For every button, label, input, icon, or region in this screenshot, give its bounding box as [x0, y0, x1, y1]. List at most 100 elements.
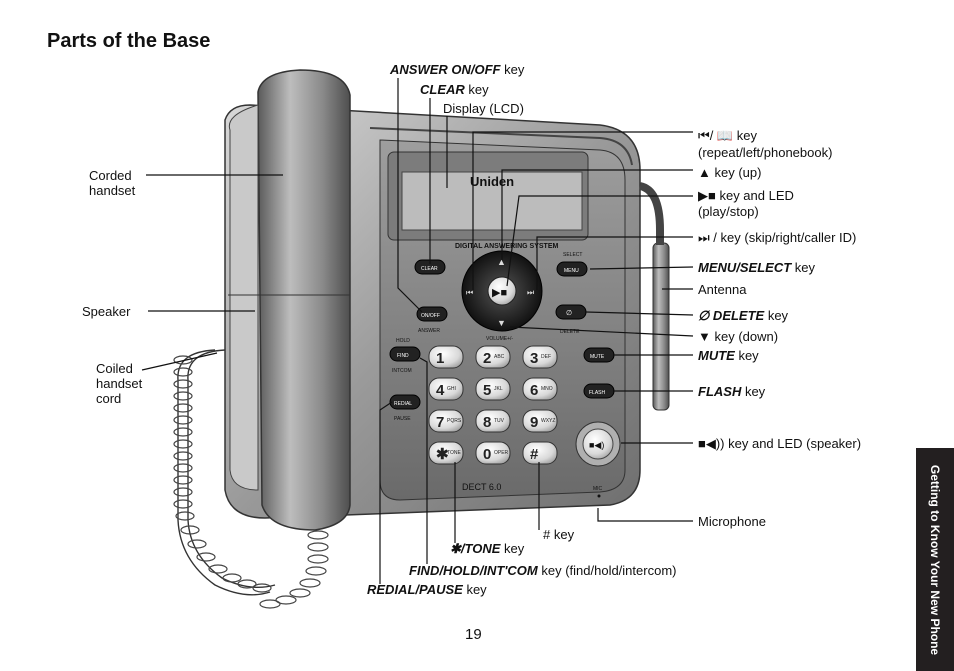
svg-text:VOLUME+/-: VOLUME+/-	[486, 336, 513, 342]
coil-loops-right	[259, 530, 329, 609]
label-speaker: Speaker	[82, 304, 131, 319]
label-play-key-2: (play/stop)	[698, 204, 759, 219]
page-number: 19	[465, 626, 482, 643]
label-corded-handset-1: Corded	[89, 168, 132, 183]
keypad-key-tone[interactable]: ✱TONE	[428, 441, 464, 465]
digital-label: DIGITAL ANSWERING SYSTEM	[455, 243, 558, 250]
svg-text:6: 6	[530, 382, 538, 399]
label-microphone: Microphone	[698, 514, 766, 529]
svg-text:JKL: JKL	[494, 386, 503, 392]
svg-text:MENU: MENU	[564, 268, 579, 274]
redial-key[interactable]: REDIAL	[389, 394, 421, 410]
coil-loops	[173, 355, 272, 593]
label-coiled-cord-2: handset	[96, 376, 143, 391]
svg-text:▼: ▼	[497, 318, 506, 328]
flash-key[interactable]: FLASH	[583, 383, 615, 399]
svg-text:8: 8	[483, 414, 491, 431]
svg-text:CLEAR: CLEAR	[421, 266, 438, 272]
label-mute-key: MUTE key	[698, 348, 759, 363]
keypad-key-hash[interactable]: #	[522, 441, 558, 465]
svg-text:■◀): ■◀)	[589, 440, 604, 450]
svg-text:ABC: ABC	[494, 354, 505, 360]
svg-text:7: 7	[436, 414, 444, 431]
svg-text:▶■: ▶■	[492, 287, 507, 299]
svg-text:INTCOM: INTCOM	[392, 368, 412, 374]
svg-text:ANSWER: ANSWER	[418, 328, 440, 334]
svg-text:✱: ✱	[436, 446, 449, 463]
lcd-display	[401, 171, 583, 231]
label-flash-key: FLASH key	[698, 384, 766, 399]
label-answer-key: ANSWER ON/OFF key	[390, 62, 525, 77]
play-stop-key	[487, 276, 517, 306]
svg-text:PAUSE: PAUSE	[394, 416, 411, 422]
svg-text:⏮: ⏮	[466, 288, 473, 297]
on-off-key[interactable]: ON/OFF	[416, 306, 448, 322]
label-display: Display (LCD)	[443, 101, 524, 116]
label-repeat-key-2: (repeat/left/phonebook)	[698, 145, 833, 160]
svg-text:HOLD: HOLD	[396, 338, 410, 344]
callout-lines	[141, 78, 694, 584]
find-key[interactable]: FIND	[389, 346, 421, 362]
label-down-key: ▼ key (down)	[698, 329, 779, 344]
delete-key[interactable]: ∅	[555, 304, 587, 320]
label-up-key: ▲ key (up)	[698, 165, 762, 180]
label-redial-key: REDIAL/PAUSE key	[367, 582, 487, 597]
page-title: Parts of the Base	[47, 30, 211, 52]
svg-text:5: 5	[483, 382, 491, 399]
label-menu-key: MENU/SELECT key	[698, 260, 816, 275]
svg-text:TUV: TUV	[494, 418, 505, 424]
mute-key[interactable]: MUTE	[583, 347, 615, 363]
section-side-tab: Getting to Know Your New Phone	[916, 448, 954, 671]
svg-text:WXYZ: WXYZ	[541, 418, 555, 424]
svg-text:1: 1	[436, 350, 444, 367]
label-antenna: Antenna	[698, 282, 747, 297]
svg-text:REDIAL: REDIAL	[394, 401, 412, 407]
label-corded-handset-2: handset	[89, 183, 136, 198]
microphone-hole	[597, 494, 601, 498]
svg-text:GHI: GHI	[447, 386, 456, 392]
svg-text:2: 2	[483, 350, 491, 367]
label-repeat-key-1: ⏮/ 📖 key	[698, 128, 757, 143]
svg-text:⏭: ⏭	[527, 288, 534, 297]
label-clear-key: CLEAR key	[420, 82, 489, 97]
svg-text:3: 3	[530, 350, 538, 367]
menu-key[interactable]: MENU	[556, 261, 588, 277]
label-coiled-cord-3: cord	[96, 391, 122, 406]
svg-text:MIC: MIC	[593, 486, 603, 492]
svg-text:▲: ▲	[497, 257, 506, 267]
svg-text:PQRS: PQRS	[447, 418, 462, 424]
brand-logo: Uniden	[470, 174, 514, 189]
svg-text:OPER: OPER	[494, 450, 509, 456]
svg-text:0: 0	[483, 446, 491, 463]
svg-text:TONE: TONE	[447, 450, 461, 456]
label-tone-key: ✱/TONE key	[450, 541, 525, 556]
label-skip-key: ⏭ / key (skip/right/caller ID)	[698, 230, 857, 245]
label-speaker-key: ■◀)) key and LED (speaker)	[698, 436, 862, 451]
svg-text:∅: ∅	[566, 310, 572, 317]
svg-text:FLASH: FLASH	[589, 390, 606, 396]
svg-text:SELECT: SELECT	[563, 252, 582, 258]
svg-text:ON/OFF: ON/OFF	[421, 313, 440, 319]
corded-handset	[257, 69, 351, 531]
label-coiled-cord-1: Coiled	[96, 361, 133, 376]
dect-label: DECT 6.0	[462, 482, 501, 492]
svg-text:MUTE: MUTE	[590, 354, 605, 360]
label-find-key: FIND/HOLD/INT'COM key (find/hold/interco…	[409, 563, 677, 578]
svg-text:4: 4	[436, 382, 445, 399]
svg-text:#: #	[530, 446, 539, 463]
keypad-key-1[interactable]: 1	[428, 345, 464, 369]
label-delete-key: ∅ DELETE key	[698, 308, 789, 323]
svg-text:MNO: MNO	[541, 386, 553, 392]
speaker-key[interactable]: ■◀)	[575, 421, 621, 467]
